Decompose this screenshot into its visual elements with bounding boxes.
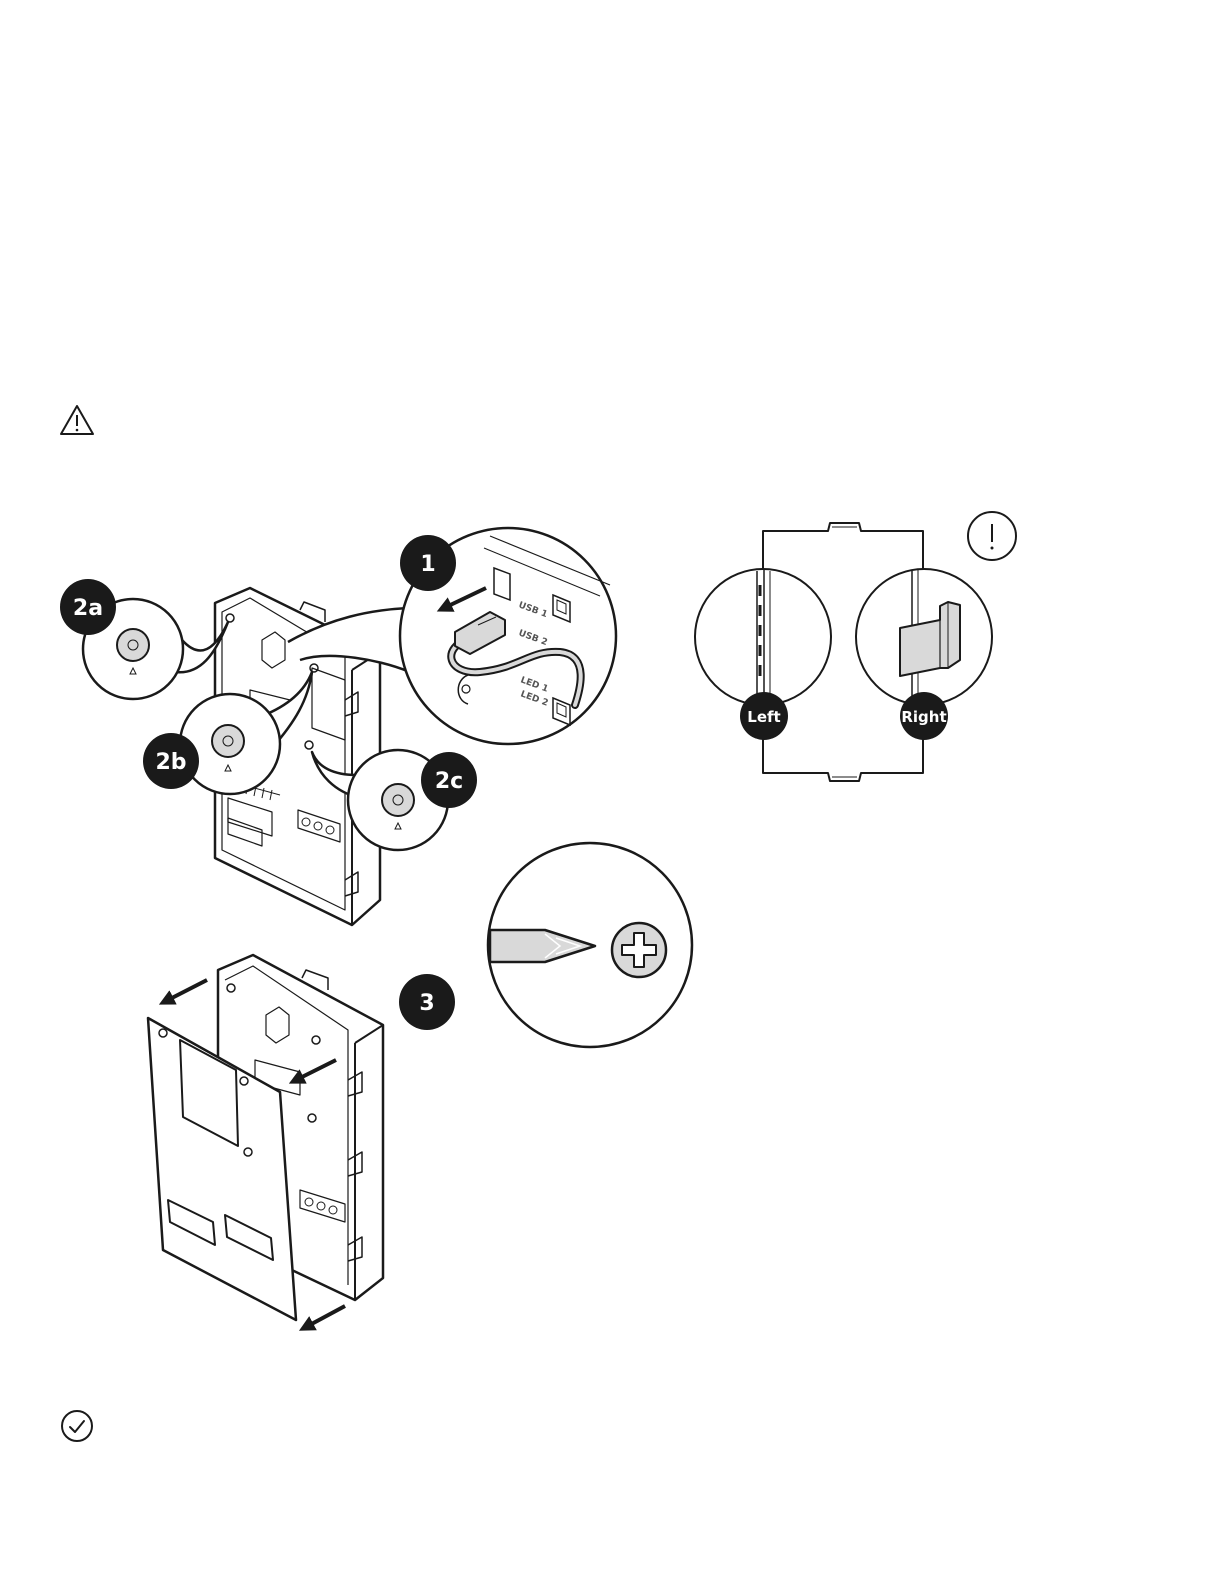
step-badge-2a: 2a (60, 579, 116, 635)
step-badge-2c: 2c (421, 752, 477, 808)
housing-cover-removal (148, 955, 383, 1320)
exclamation-circle-icon (968, 512, 1016, 560)
svg-text:1: 1 (420, 552, 435, 577)
phillips-screwdriver-detail (488, 843, 692, 1047)
svg-text:2a: 2a (73, 596, 103, 621)
step-badge-3: 3 (399, 974, 455, 1030)
check-circle-icon (62, 1411, 92, 1441)
left-rail-detail (695, 569, 831, 705)
svg-text:3: 3 (419, 991, 434, 1016)
svg-text:2c: 2c (435, 769, 463, 794)
detail-badge-right: Right (900, 692, 948, 740)
right-rail-detail (856, 569, 992, 705)
step-badge-1: 1 (400, 535, 456, 591)
detail-badge-left: Left (740, 692, 788, 740)
svg-text:Right: Right (901, 708, 946, 726)
warning-triangle-icon (61, 406, 93, 434)
svg-text:Left: Left (747, 708, 780, 726)
svg-text:2b: 2b (155, 750, 186, 775)
step-badge-2b: 2b (143, 733, 199, 789)
